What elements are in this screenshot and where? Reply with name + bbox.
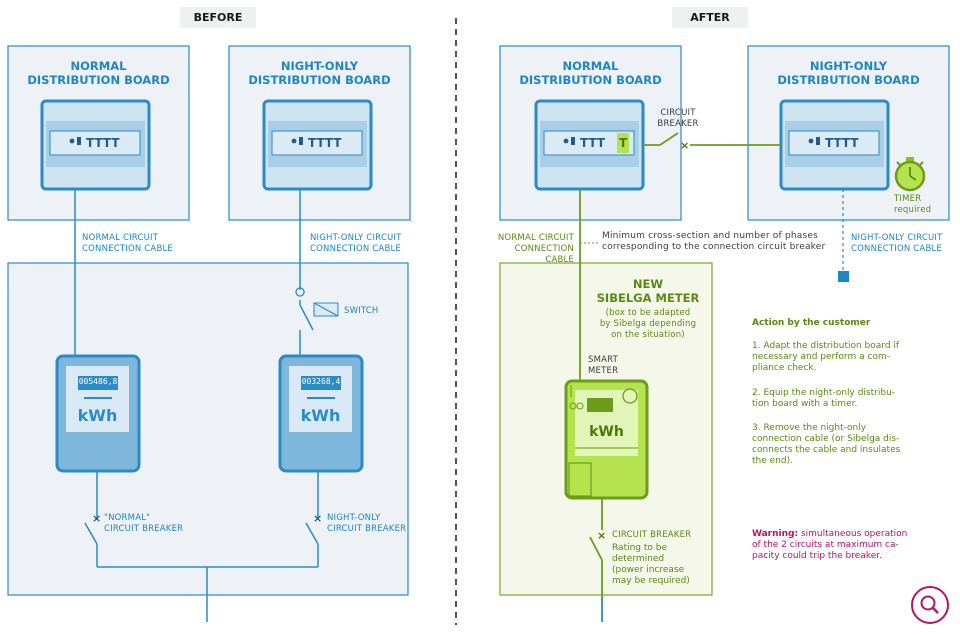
after-night-board-title: NIGHT-ONLY DISTRIBUTION BOARD [777,59,920,87]
zoom-button[interactable] [912,587,948,623]
switch-contact [295,287,305,297]
warning-note: Warning: simultaneous operation of the 2… [752,529,907,562]
after-bottom-breaker-label: CIRCUIT BREAKER [612,530,692,540]
before-normal-breaker-label: "NORMAL" CIRCUIT BREAKER [104,513,184,534]
warning-text: simultaneous operation of the 2 circuits… [752,529,908,561]
after-normal-board-title: NORMAL DISTRIBUTION BOARD [519,59,662,87]
switch-label: SWITCH [344,306,379,316]
smart-meter-unit: kWh [589,424,624,440]
after-normal-cable-label: NORMAL CIRCUIT CONNECTION CABLE [497,233,574,265]
after-night-cable-label: NIGHT-ONLY CIRCUIT CONNECTION CABLE [851,233,943,254]
svg-text:T: T [619,136,628,150]
actions-title: Action by the customer [752,318,871,328]
before-night-breaker-x: × [313,512,322,525]
smart-meter [564,379,649,500]
meter2-reading: 003268,4 [301,377,341,386]
before-night-board-box: TTTT [262,99,373,191]
after-breaker-blade [659,132,679,146]
svg-text:TTTT: TTTT [308,136,342,150]
action-1: 1. Adapt the distribution board if neces… [752,341,900,373]
after-bottom-breaker-note: Rating to be determined (power increase … [612,543,690,586]
after-breaker-label: CIRCUIT BREAKER [657,108,699,129]
before-normal-board-box: TTTT [40,99,151,191]
smart-meter-label: SMART METER [588,355,619,376]
svg-text:TTTT: TTTT [825,136,859,150]
stopwatch-icon [894,157,926,192]
warning-strong: Warning: [752,529,799,539]
new-meter-title: NEW SIBELGA METER [596,277,700,305]
before-normal-breaker-x: × [92,512,101,525]
after-header: AFTER [672,7,748,28]
before-meter-1 [55,354,141,473]
before-meter-2 [278,354,364,473]
timer-label: TIMER required [894,194,932,215]
before-night-cable-label: NIGHT-ONLY CIRCUIT CONNECTION CABLE [310,233,402,254]
new-meter-note: (box to be adapted by Sibelga depending … [599,308,697,340]
meter2-unit: kWh [300,406,341,425]
action-3: 3. Remove the night-only connection cabl… [752,423,901,466]
after-bottom-breaker-x: × [597,529,606,542]
before-night-breaker-label: NIGHT-ONLY CIRCUIT BREAKER [327,513,407,534]
meter1-reading: 005486,8 [78,377,118,386]
switch-blade [299,304,314,331]
cable-end-cap [838,271,849,282]
before-normal-cable-label: NORMAL CIRCUIT CONNECTION CABLE [82,233,173,254]
after-breaker-x: × [680,139,689,152]
svg-text:TTTT: TTTT [86,136,120,150]
cross-section-note: Minimum cross-section and number of phas… [602,231,826,252]
after-night-board-box: TTTT [779,99,890,191]
meter1-unit: kWh [77,406,118,425]
search-icon [911,586,949,624]
action-2: 2. Equip the night-only distribu- tion b… [752,388,896,409]
after-normal-board-box: TTT T [534,99,645,191]
before-normal-board-title: NORMAL DISTRIBUTION BOARD [27,59,170,87]
svg-text:TTT: TTT [580,136,606,150]
before-header: BEFORE [180,7,256,28]
before-night-board-title: NIGHT-ONLY DISTRIBUTION BOARD [248,59,391,87]
